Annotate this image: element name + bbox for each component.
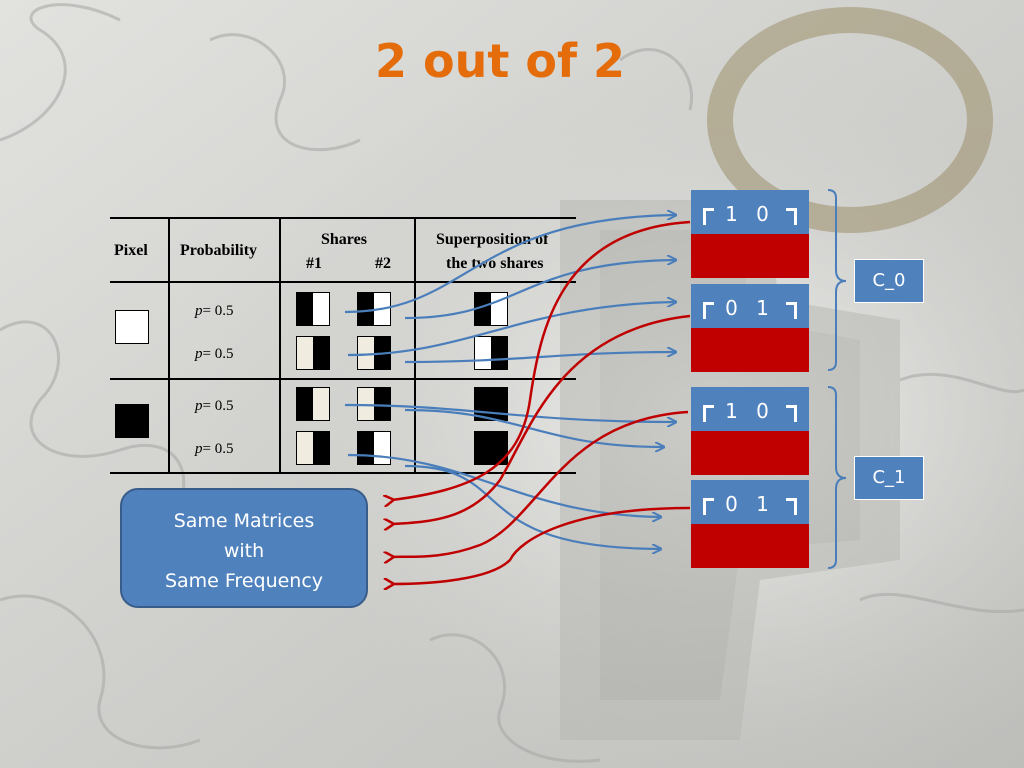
probability-var: p <box>195 441 203 457</box>
probability-row-3: p= 0.5 <box>195 398 233 415</box>
share-1-row-2 <box>296 336 330 370</box>
probability-row-2: p= 0.5 <box>195 346 233 363</box>
superposition-row-2 <box>474 336 508 370</box>
share-1-row-1 <box>296 292 330 326</box>
probability-row-4: p= 0.5 <box>195 441 233 458</box>
matrix-values: 0 1 <box>725 296 775 320</box>
probability-value: = 0.5 <box>202 303 234 319</box>
share-2-row-2 <box>357 336 391 370</box>
callout-line-1: Same Matrices <box>173 510 315 532</box>
group-label-c1: C_1 <box>854 456 924 500</box>
superposition-row-4 <box>474 431 508 465</box>
callout-line-3: Same Frequency <box>164 570 324 592</box>
share-1-row-3 <box>296 387 330 421</box>
probability-var: p <box>195 398 203 414</box>
probability-value: = 0.5 <box>202 346 234 362</box>
probability-value: = 0.5 <box>202 398 234 414</box>
header-superposition-1: Superposition of <box>436 231 549 248</box>
callout-box: Same Matrices with Same Frequency <box>120 488 368 608</box>
probability-value: = 0.5 <box>202 441 234 457</box>
probability-var: p <box>195 346 203 362</box>
table-mid-rule <box>110 378 576 380</box>
table-col-rule <box>414 217 416 473</box>
superposition-row-1 <box>474 292 508 326</box>
white-pixel <box>115 310 149 344</box>
share-2-row-3 <box>357 387 391 421</box>
share-2-row-4 <box>357 431 391 465</box>
table-header-rule <box>110 281 576 283</box>
matrix-c1-2: 0 1 <box>691 480 809 568</box>
header-shares: Shares <box>321 231 367 248</box>
matrix-values: 0 1 <box>725 492 775 516</box>
black-pixel <box>115 404 149 438</box>
table-top-rule <box>110 217 576 219</box>
header-share-1: #1 <box>306 255 322 272</box>
table-col-rule <box>279 217 281 473</box>
group-label-c0: C_0 <box>854 259 924 303</box>
matrix-values: 1 0 <box>725 399 775 423</box>
share-2-row-1 <box>357 292 391 326</box>
header-share-2: #2 <box>375 255 391 272</box>
slide-title: 2 out of 2 <box>374 34 625 88</box>
share-1-row-4 <box>296 431 330 465</box>
header-pixel: Pixel <box>114 242 148 259</box>
matrix-values: 1 0 <box>725 202 775 226</box>
matrix-c1-1: 1 0 <box>691 387 809 475</box>
matrix-c0-2: 0 1 <box>691 284 809 372</box>
header-probability: Probability <box>180 242 258 259</box>
header-superposition-2: the two shares <box>446 255 544 272</box>
matrix-c0-1: 1 0 <box>691 190 809 278</box>
probability-var: p <box>195 303 203 319</box>
superposition-row-3 <box>474 387 508 421</box>
callout-line-2: with <box>223 540 265 562</box>
probability-row-1: p= 0.5 <box>195 303 233 320</box>
table-col-rule <box>168 217 170 473</box>
table-bottom-rule <box>110 472 576 474</box>
